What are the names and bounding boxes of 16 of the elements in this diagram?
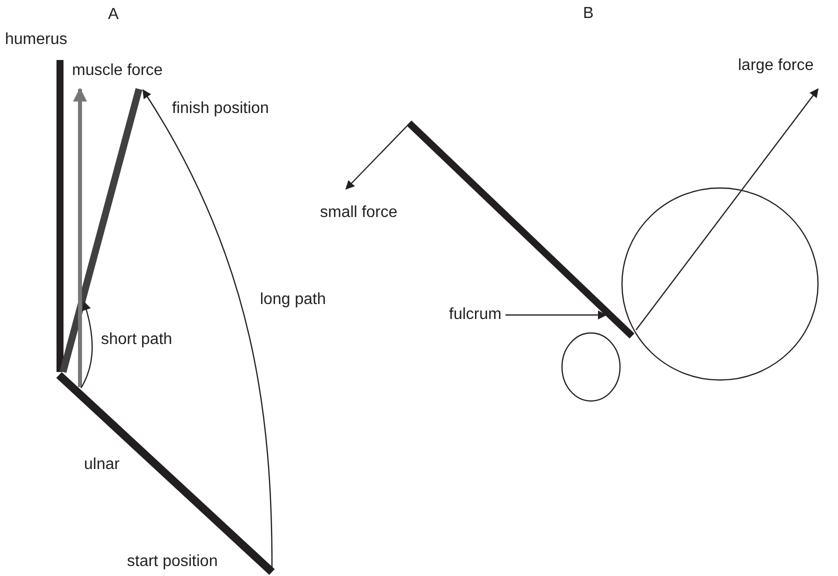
position-label: finish position — [172, 100, 269, 118]
part-label: humerus — [5, 31, 68, 49]
position-label: start position — [127, 553, 218, 571]
force-label: muscle force — [72, 62, 163, 80]
path-label: long path — [260, 291, 326, 309]
panel-label: B — [583, 5, 594, 23]
circle — [621, 187, 819, 381]
part-label: ulnar — [84, 456, 120, 474]
force-label: large force — [738, 57, 814, 75]
lever-bar — [406, 120, 634, 339]
part-label: fulcrum — [449, 306, 502, 324]
leader-line — [505, 310, 607, 320]
path-label: short path — [101, 331, 172, 349]
circle — [561, 332, 621, 402]
force-label: small force — [320, 204, 398, 222]
panel-label: A — [108, 6, 119, 24]
